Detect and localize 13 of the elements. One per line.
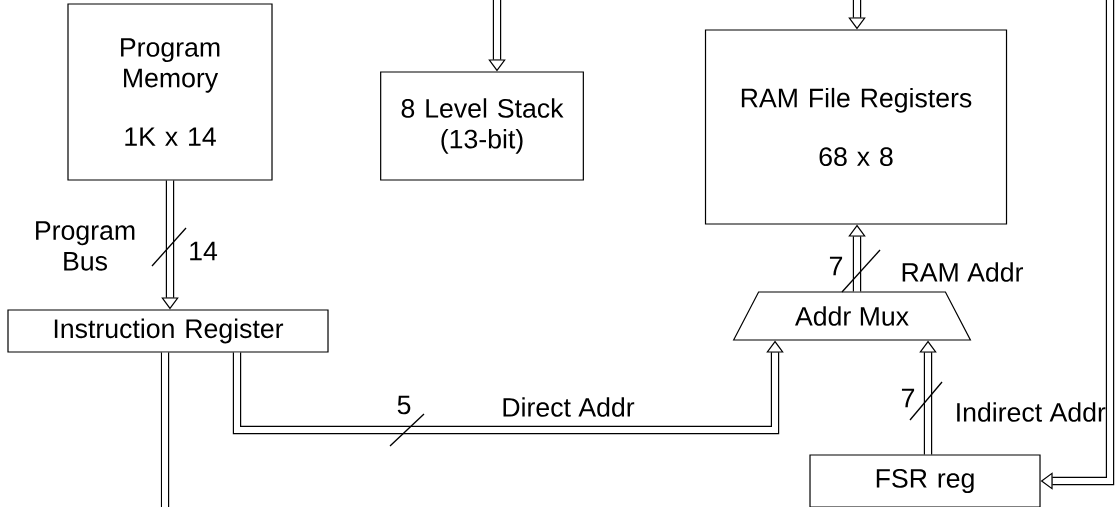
- edge-label: Direct Addr: [503, 397, 635, 417]
- edge-label: RAM Addr: [902, 262, 1023, 282]
- bus-width-label: 7: [901, 388, 915, 408]
- edge-label: Program Bus: [36, 221, 135, 271]
- bus-width-label: 5: [397, 395, 411, 415]
- bus-width-label: 14: [190, 241, 218, 261]
- edge-label: Indirect Addr: [957, 402, 1106, 422]
- memory-box: Program Memory 1K x 14: [67, 3, 273, 181]
- register-box: FSR reg: [809, 454, 1041, 507]
- stack-box: 8 Level Stack (13-bit): [380, 71, 584, 181]
- memory-box: RAM File Registers 68 x 8: [704, 29, 1008, 225]
- bus-width-label: 7: [829, 256, 843, 276]
- register-box: Instruction Register: [7, 309, 329, 353]
